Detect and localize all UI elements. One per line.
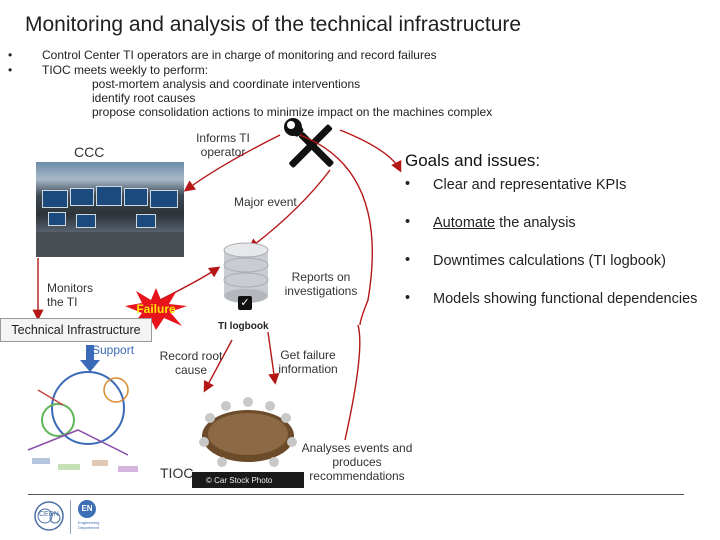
page-title: Monitoring and analysis of the technical… — [25, 13, 522, 36]
cern-logo: CERN — [33, 500, 65, 532]
tioc-label: TIOC — [160, 465, 194, 481]
cern-logo-text: CERN — [39, 511, 59, 518]
goals-title: Goals and issues: — [405, 151, 541, 170]
informs-label: Informs TI operator — [196, 131, 250, 159]
goal-item-1: • Clear and representative KPIs — [405, 176, 705, 196]
arrow-reports — [299, 134, 374, 326]
arrow-tools-to-goals — [339, 129, 402, 173]
analyses-label: Analyses events and produces recommendat… — [301, 441, 413, 483]
checkbox-icon: ✓ — [238, 296, 252, 310]
accelerator-complex-diagram — [18, 360, 153, 480]
bullet-text: Control Center TI operators are in charg… — [42, 48, 437, 62]
photo-credit: © Car Stock Photo — [206, 476, 273, 485]
arrow-tools-to-ccc — [183, 134, 281, 192]
goal-item-4: • Models showing functional dependencies — [405, 290, 705, 330]
meeting-table-image: © Car Stock Photo — [192, 376, 304, 488]
arrow-analyses — [344, 324, 361, 441]
arrow-major-event — [247, 169, 331, 250]
footer-logo-divider — [70, 500, 71, 534]
bullet-marker: • — [405, 176, 411, 192]
bullet-marker: • — [8, 63, 13, 77]
tools-icon — [282, 116, 340, 174]
en-logo: EN — [78, 500, 96, 518]
major-event-label: Major event — [234, 195, 297, 209]
arrow-get-failure-info — [267, 331, 280, 385]
support-label: Support — [92, 343, 135, 357]
bullet-marker: • — [8, 48, 13, 62]
ti-logbook-label: TI logbook — [218, 321, 269, 332]
goal-underlined: Automate — [433, 215, 496, 231]
arrow-failure-to-db — [159, 266, 221, 301]
goal-text: Clear and representative KPIs — [433, 177, 627, 193]
arrow-record-root-cause — [203, 339, 233, 393]
bullet-text: TIOC meets weekly to perform: — [42, 63, 209, 77]
sub-bullet-1: post-mortem analysis and coordinate inte… — [92, 77, 361, 91]
bullet-marker: • — [405, 214, 411, 230]
failure-label: Failure — [136, 302, 176, 316]
en-logo-subtitle: Engineering Department — [78, 520, 100, 530]
database-icon — [220, 242, 272, 304]
bullet-1: • Control Center TI operators are in cha… — [8, 48, 437, 62]
goal-text: Models showing functional dependencies — [433, 291, 698, 307]
bullet-marker: • — [405, 252, 411, 268]
control-center-photo — [36, 162, 184, 257]
goal-text: Automate the analysis — [433, 214, 703, 233]
support-arrow — [80, 345, 100, 372]
sub-bullet-2: identify root causes — [92, 91, 196, 105]
goal-text: Downtimes calculations (TI logbook) — [433, 253, 666, 269]
get-failure-info-label: Get failure information — [278, 348, 338, 376]
goal-item-2: • Automate the analysis — [405, 214, 705, 234]
bullet-marker: • — [405, 290, 411, 306]
record-root-cause-label: Record root cause — [159, 349, 223, 377]
bullet-2: • TIOC meets weekly to perform: — [8, 63, 208, 77]
ccc-label: CCC — [74, 144, 105, 160]
monitors-label: Monitors the TI — [47, 281, 94, 309]
sub-bullet-3: propose consolidation actions to minimiz… — [92, 105, 493, 119]
reports-label: Reports on investigations — [284, 270, 358, 298]
goal-item-3: • Downtimes calculations (TI logbook) — [405, 252, 705, 272]
goal-rest: the analysis — [495, 215, 576, 231]
footer-divider — [28, 494, 684, 495]
technical-infrastructure-box: Technical Infrastructure — [0, 318, 152, 342]
